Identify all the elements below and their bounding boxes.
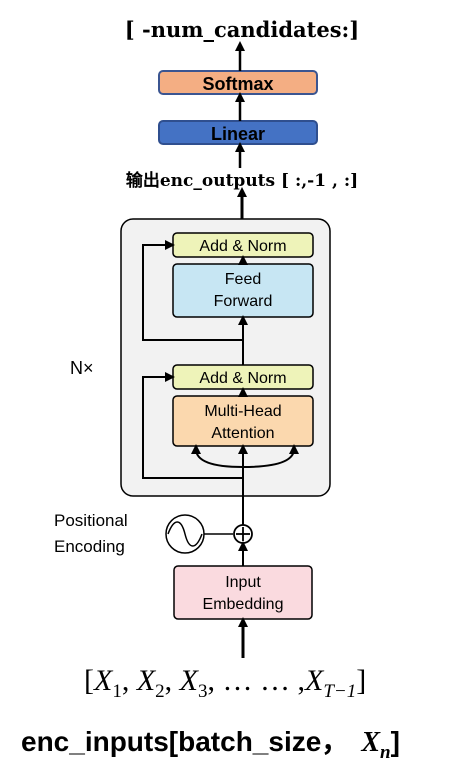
branch-left-to-attention (191, 444, 244, 468)
embedding-line1: Input (225, 574, 261, 591)
sine-wave-icon (165, 514, 205, 554)
input-sequence: [X1, X2, X3, … … ,XT−1] (84, 664, 366, 702)
inputs-label: enc_inputs[batch_size，Xn] (21, 726, 400, 763)
add-norm-bottom-label: Add & Norm (199, 370, 286, 387)
embedding-line2: Embedding (203, 596, 284, 613)
attention-line1: Multi-Head (204, 403, 281, 420)
residual-bottom (142, 372, 243, 479)
positional-line1: Positional (54, 511, 128, 530)
nx-label: N× (70, 358, 94, 378)
output-label: 输出enc_outputs [ :,-1 , :] (126, 170, 358, 191)
top-label: [ -num_candidates:] (125, 17, 359, 42)
feed-forward-line1: Feed (225, 271, 261, 288)
branch-right-to-attention (242, 444, 299, 468)
softmax-label: Softmax (202, 74, 273, 94)
plus-circle-icon (233, 524, 253, 544)
positional-line2: Encoding (54, 537, 125, 556)
add-norm-top-label: Add & Norm (199, 238, 286, 255)
attention-line2: Attention (211, 425, 274, 442)
residual-top (142, 240, 243, 341)
linear-label: Linear (211, 124, 265, 144)
feed-forward-line2: Forward (214, 293, 273, 310)
encoder-block (120, 218, 331, 497)
